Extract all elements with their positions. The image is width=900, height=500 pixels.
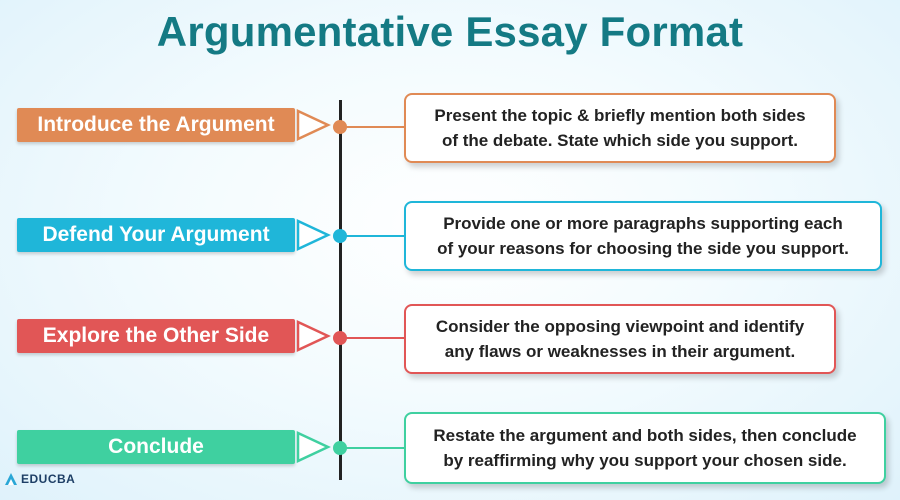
connector-line (340, 126, 404, 128)
connector-line (340, 235, 404, 237)
description-line: by reaffirming why you support your chos… (443, 451, 847, 470)
chevron-right-icon (296, 109, 331, 141)
description-box-introduce: Present the topic & briefly mention both… (404, 93, 836, 163)
description-line: any flaws or weaknesses in their argumen… (444, 342, 796, 361)
timeline-dot (333, 229, 347, 243)
page-title: Argumentative Essay Format (156, 8, 744, 55)
description-line: Restate the argument and both sides, the… (433, 426, 857, 445)
chevron-right-icon (296, 431, 331, 463)
step-introduce: Introduce the Argument Present the topic… (0, 90, 900, 170)
step-label-introduce: Introduce the Argument (17, 108, 295, 142)
description-box-defend: Provide one or more paragraphs supportin… (404, 201, 882, 271)
timeline-dot (333, 331, 347, 345)
step-explore: Explore the Other Side Consider the oppo… (0, 300, 900, 380)
step-conclude: Conclude Restate the argument and both s… (0, 410, 900, 490)
chevron-right-icon (296, 320, 331, 352)
step-label-explore: Explore the Other Side (17, 319, 295, 353)
connector-line (340, 447, 404, 449)
description-box-explore: Consider the opposing viewpoint and iden… (404, 304, 836, 374)
timeline-dot (333, 441, 347, 455)
logo-text: EDUCBA (21, 472, 76, 486)
description-line: of the debate. State which side you supp… (441, 131, 799, 150)
timeline-dot (333, 120, 347, 134)
description-box-conclude: Restate the argument and both sides, the… (404, 412, 886, 484)
description-line: Consider the opposing viewpoint and iden… (435, 317, 805, 336)
educba-logo: EDUCBA (4, 472, 75, 486)
timeline-line (339, 100, 342, 480)
step-label-defend: Defend Your Argument (17, 218, 295, 252)
description-line: Present the topic & briefly mention both… (434, 106, 806, 125)
step-defend: Defend Your Argument Provide one or more… (0, 200, 900, 280)
description-line: of your reasons for choosing the side yo… (437, 239, 849, 258)
educba-triangle-icon (5, 473, 17, 485)
description-line: Provide one or more paragraphs supportin… (443, 214, 843, 233)
connector-line (340, 337, 404, 339)
step-label-conclude: Conclude (17, 430, 295, 464)
chevron-right-icon (296, 219, 331, 251)
